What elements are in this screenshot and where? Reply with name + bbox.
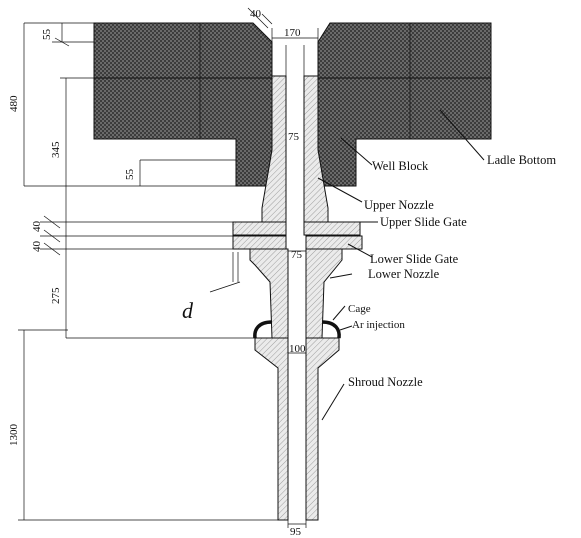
label-upper-nozzle: Upper Nozzle [364,198,434,212]
dim-95: 95 [290,526,302,538]
dim-345: 345 [50,141,62,158]
label-d: d [182,298,194,323]
dim-40-top: 40 [250,8,262,20]
dim-40-a: 40 [31,221,43,233]
dimension-lines [18,7,319,528]
label-upper-slide-gate: Upper Slide Gate [380,215,467,229]
dim-75-upper: 75 [288,131,300,143]
label-ar-injection: Ar injection [352,319,405,331]
label-cage: Cage [348,303,371,315]
shroud-nozzle [254,337,340,521]
ladle-bottom-refractory [93,22,492,187]
dim-170: 170 [284,27,301,39]
dim-480: 480 [8,95,20,112]
upper-nozzle [261,75,329,223]
dim-1300: 1300 [8,424,20,447]
label-well-block: Well Block [372,159,429,173]
label-lower-nozzle: Lower Nozzle [368,267,440,281]
dim-40-b: 40 [31,241,43,253]
dim-275: 275 [50,287,62,304]
label-shroud-nozzle: Shroud Nozzle [348,375,423,389]
leader-lines [317,109,485,421]
upper-slide-gate [232,221,361,236]
dim-100: 100 [289,343,306,355]
dim-75-lower: 75 [291,249,303,261]
label-ladle-bottom: Ladle Bottom [487,153,556,167]
lower-slide-gate [232,235,363,250]
cage-ar-injection [253,320,341,339]
dim-55-mid: 55 [124,169,136,181]
dim-55-top: 55 [41,29,53,41]
label-lower-slide-gate: Lower Slide Gate [370,252,459,266]
bore-lines [285,45,305,76]
